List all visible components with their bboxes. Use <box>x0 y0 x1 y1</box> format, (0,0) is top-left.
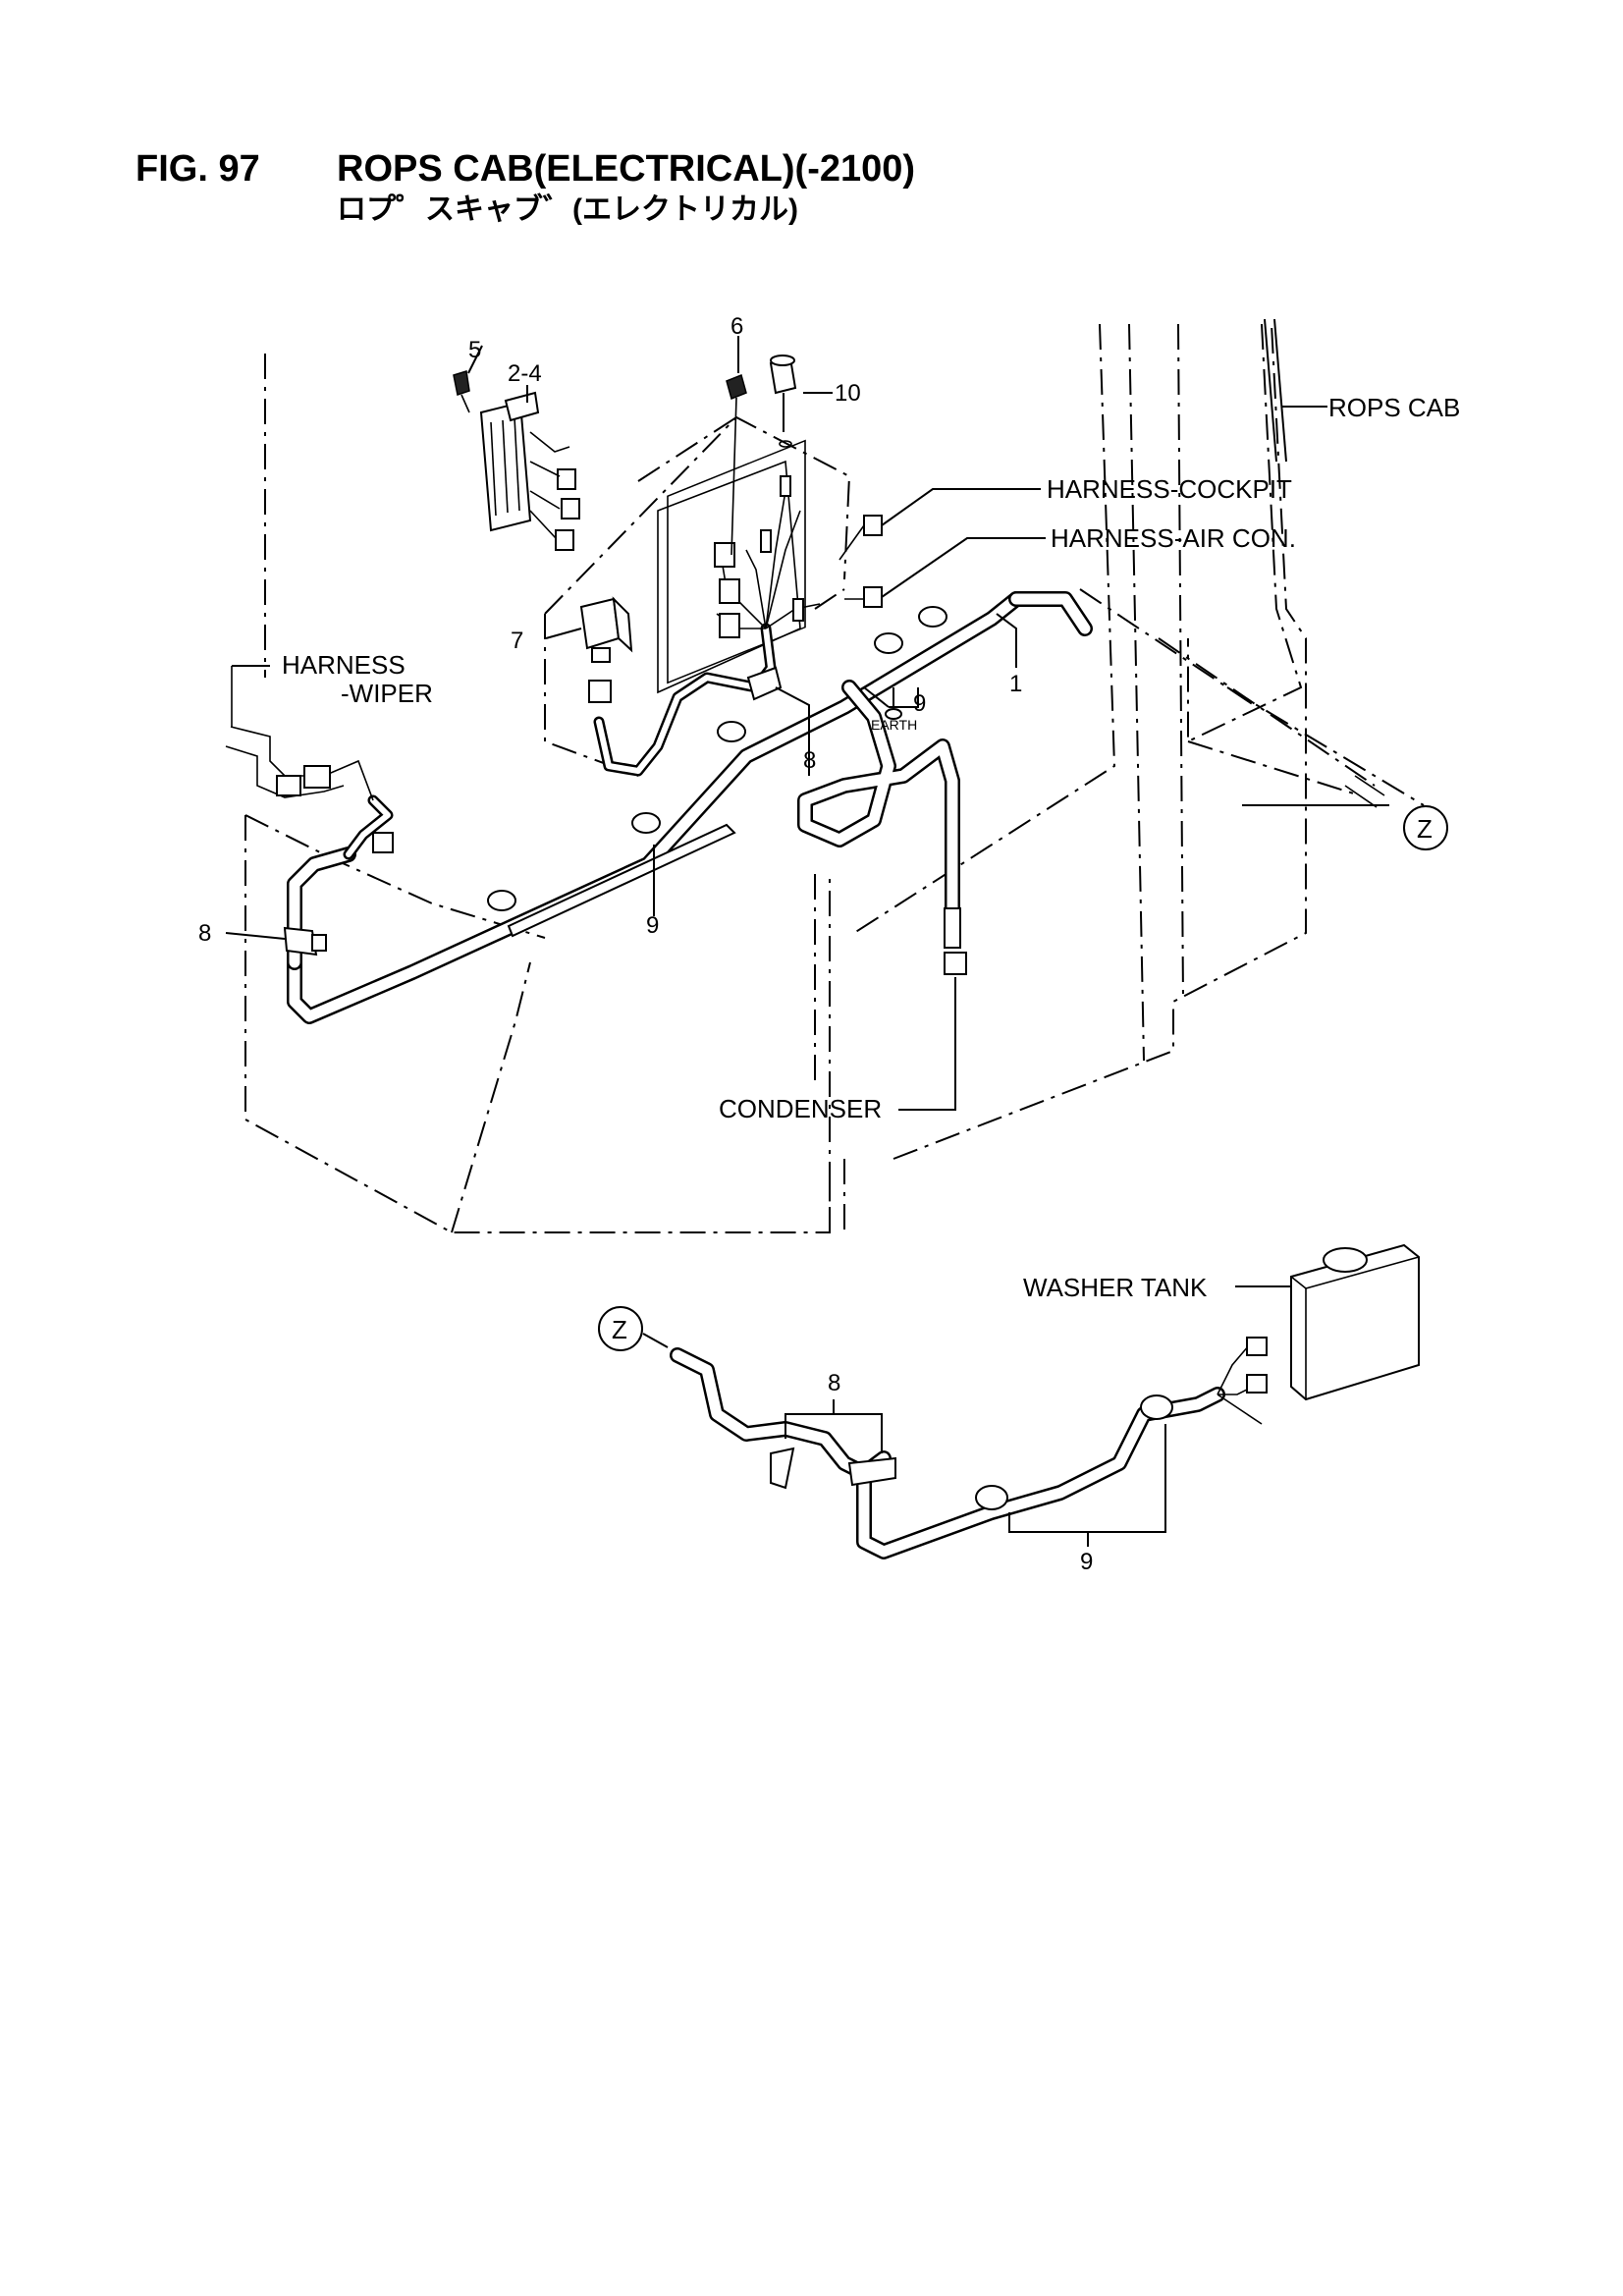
wiper-connectors <box>225 665 394 853</box>
leaders-cab <box>225 336 1389 940</box>
ref-z-bottom-label: Z <box>612 1315 627 1344</box>
aircon-harness <box>797 680 967 1111</box>
callout-5: 5 <box>468 337 481 363</box>
ref-z-top-label: Z <box>1417 814 1433 844</box>
main-harness <box>287 591 1093 1024</box>
callout-6: 6 <box>730 313 743 340</box>
callout-7: 7 <box>511 628 523 654</box>
callout-1: 1 <box>1009 671 1022 697</box>
callout-9-main: 9 <box>646 912 659 939</box>
relay-panel <box>453 370 580 551</box>
figure-subtitle: ロプ゜スキャブ゛(エレクトリカル) <box>337 193 798 226</box>
ref-z-top <box>1403 805 1448 850</box>
clamps-cab <box>283 606 947 957</box>
condenser-connector <box>944 952 967 975</box>
callout-8-washer: 8 <box>828 1370 840 1396</box>
figure-title: ROPS CAB(ELECTRICAL)(-2100) <box>337 148 916 190</box>
label-condenser: CONDENSER <box>719 1094 882 1123</box>
callout-9-box: 9 <box>913 690 926 717</box>
label-harness-wiper-1: HARNESS <box>282 650 406 680</box>
callout-2-4: 2-4 <box>508 360 542 387</box>
callout-8-box: 8 <box>803 747 816 774</box>
callout-9-washer: 9 <box>1080 1549 1093 1575</box>
label-earth: EARTH <box>871 717 917 733</box>
side-connectors <box>839 515 883 608</box>
label-harness-aircon: HARNESS-AIR CON. <box>1051 523 1296 553</box>
label-washer-tank: WASHER TANK <box>1023 1273 1208 1302</box>
callout-8-left: 8 <box>198 920 211 947</box>
label-harness-cockpit: HARNESS-COCKPIT <box>1047 474 1292 504</box>
label-harness-wiper-2: -WIPER <box>341 679 433 708</box>
figure-number: FIG. 97 <box>135 148 260 190</box>
washer-detail <box>598 1243 1420 1559</box>
relay-part-7 <box>579 596 633 663</box>
label-rops-cab: ROPS CAB <box>1328 393 1460 422</box>
callout-10: 10 <box>835 380 861 407</box>
earth-point <box>863 686 902 720</box>
socket-part-10 <box>769 355 797 448</box>
box-leads <box>588 475 821 777</box>
screw-part-5 <box>453 370 470 396</box>
cab-outline <box>244 318 1425 1233</box>
grommet-part-6 <box>726 373 747 556</box>
